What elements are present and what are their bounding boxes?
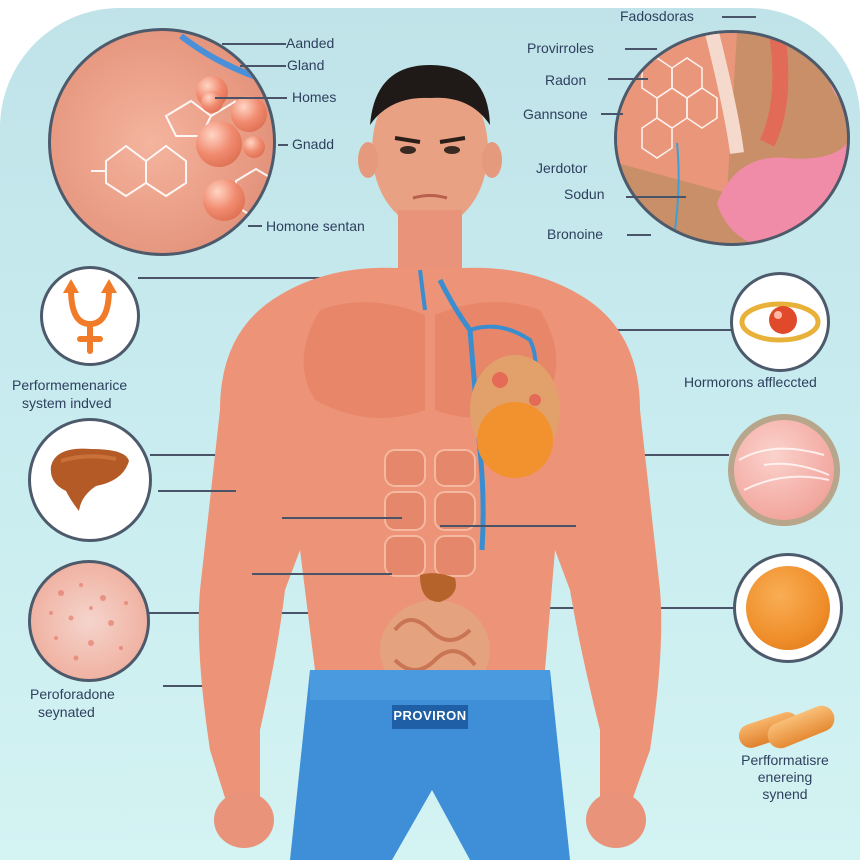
magnified-gland-circle	[48, 28, 276, 256]
label-gland: Gland	[287, 57, 325, 73]
label-hormorons-affected: Hormorons affleccted	[684, 374, 817, 390]
leader-line	[440, 525, 576, 527]
label-homone-sentan: Homone sentan	[266, 218, 365, 234]
leader-line	[138, 277, 408, 279]
leader-line	[215, 97, 287, 99]
leader-line	[222, 43, 286, 45]
label-provirroles: Provirroles	[527, 40, 594, 56]
liver-icon	[50, 448, 129, 511]
capsule-pills-icon	[735, 700, 839, 753]
leader-line	[608, 78, 648, 80]
hormone-bubble	[196, 121, 242, 167]
label-performance-system: Performemenarice system indved	[12, 377, 128, 411]
leader-line	[627, 234, 651, 236]
hormone-bubble	[231, 96, 267, 132]
label-homes: Homes	[292, 89, 337, 105]
label-jerdotor: Jerdotor	[536, 160, 588, 176]
eye-circle	[730, 272, 830, 372]
label-bronoine: Bronoine	[547, 226, 604, 242]
magnified-stomach-circle	[614, 30, 850, 246]
leader-line	[625, 48, 657, 50]
human-body-figure: PROVIRON	[170, 30, 690, 860]
venus-symbol-circle	[40, 266, 140, 366]
liver-circle	[28, 418, 152, 542]
label-sodun: Sodun	[564, 186, 605, 202]
skin-texture-icon	[49, 583, 128, 661]
label-peroforadone: Peroforadone seynated	[30, 686, 115, 720]
label-performance-enhancing: Perfformatisre enereing synend	[741, 752, 829, 802]
leader-line	[240, 65, 286, 67]
leader-line	[163, 685, 225, 687]
orange-gland-circle	[733, 553, 843, 663]
label-gannsone: Gannsone	[523, 106, 588, 122]
tissue-sphere-icon	[738, 447, 830, 491]
waistband-label: PROVIRON	[393, 708, 467, 723]
leader-line	[601, 113, 623, 115]
leader-line	[150, 454, 230, 456]
label-gnadd: Gnadd	[292, 136, 335, 152]
tissue-sphere-circle	[728, 414, 840, 526]
leader-line	[626, 196, 686, 198]
leader-line	[248, 225, 262, 227]
hormone-bubble	[243, 136, 265, 158]
leader-line	[158, 490, 236, 492]
orange-gland-icon	[746, 566, 830, 650]
hormone-bubble	[203, 179, 245, 221]
label-fadosdoras: Fadosdoras	[620, 8, 694, 24]
label-radon: Radon	[545, 72, 587, 88]
venus-symbol-icon	[63, 279, 117, 354]
stomach-tissue-icon	[617, 33, 847, 243]
hormone-bubble	[201, 91, 223, 113]
leader-line	[722, 16, 756, 18]
label-aanded: Aanded	[286, 35, 335, 51]
eye-icon	[739, 301, 821, 343]
leader-line	[278, 144, 288, 146]
leader-line	[282, 517, 402, 519]
leader-line	[570, 329, 732, 331]
skin-texture-circle	[28, 560, 150, 682]
leader-line	[252, 573, 392, 575]
